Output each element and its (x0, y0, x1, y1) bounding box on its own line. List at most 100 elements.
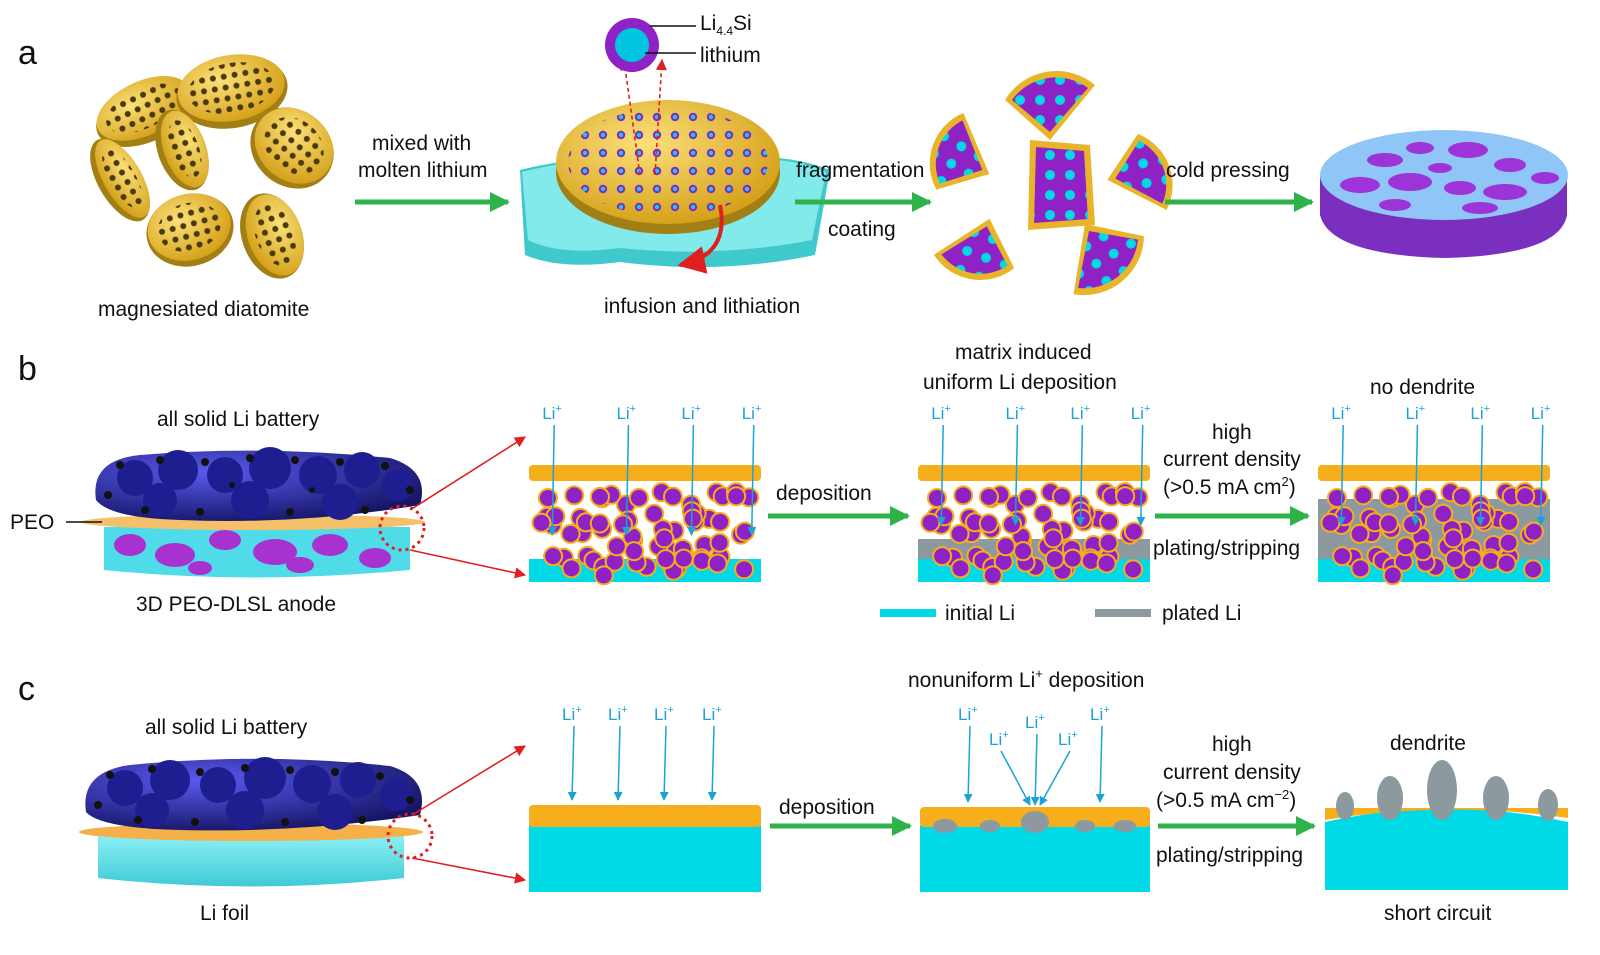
li44si-particle (543, 546, 564, 567)
li44si-particle (624, 541, 645, 562)
label-plating-stripping-c: plating/stripping (1156, 844, 1303, 867)
li44si-particle (1349, 523, 1370, 544)
li44si-particle (1496, 553, 1517, 574)
li44si-particle (995, 536, 1016, 557)
li-ion-c2-2-label: Li+ (989, 729, 1009, 749)
title-dendrite: dendrite (1390, 732, 1466, 755)
label-coating: coating (828, 218, 896, 241)
li44si-particle (978, 486, 999, 507)
li44si-particle (628, 487, 649, 508)
cross-section-b-deposited: Li+Li+Li+Li+ (918, 403, 1150, 586)
label-li44si: Li4.4Si (700, 12, 752, 38)
li-ion-b-2-arrow (1076, 424, 1086, 526)
li44si-particle (1051, 486, 1072, 507)
label-deposition-c: deposition (779, 796, 875, 819)
label-li-foil: Li foil (200, 902, 249, 925)
li-ion-b-0-arrow (936, 424, 946, 526)
li44si-particle (1395, 536, 1416, 557)
li44si-particle (1320, 512, 1341, 533)
label-high-b: high (1212, 421, 1252, 444)
li44si-particle (1326, 487, 1347, 508)
li44si-particle (1071, 508, 1092, 529)
li44si-particle (710, 511, 731, 532)
li44si-particle (1378, 513, 1399, 534)
cross-section-b-cycled: Li+Li+Li+Li+ (1318, 403, 1550, 586)
li44si-particle (1043, 528, 1064, 549)
li-ion-b-1-arrow (1011, 424, 1021, 526)
li-ion-b-1-label: Li+ (1005, 403, 1025, 423)
title-no-dendrite: no dendrite (1370, 376, 1475, 399)
li44si-particle (1013, 541, 1034, 562)
label-high-c: high (1212, 733, 1252, 756)
li44si-particle (709, 532, 730, 553)
li44si-particle (707, 553, 728, 574)
li-ion-b-3-arrow (747, 424, 757, 536)
li-ion-c1-1-label: Li+ (608, 704, 628, 724)
li44si-particle (1062, 548, 1083, 569)
li-ion-b-2-arrow (1476, 424, 1486, 526)
li-ion-b-3-arrow (1536, 424, 1546, 526)
label-magnesiated-diatomite: magnesiated diatomite (98, 298, 309, 321)
li44si-particle (1523, 521, 1544, 542)
label-plating-stripping-b: plating/stripping (1153, 537, 1300, 560)
li44si-particle (1443, 528, 1464, 549)
li-ion-c1-1-arrow (613, 725, 623, 801)
li44si-particle (1402, 514, 1423, 535)
li-ion-c1-3-arrow (707, 725, 717, 801)
label-peo: PEO (10, 511, 54, 534)
peo-layer (529, 465, 761, 481)
li44si-particle (1123, 521, 1144, 542)
li44si-particle (564, 485, 585, 506)
li-ion-b-2-label: Li+ (681, 403, 701, 423)
li44si-particle (589, 486, 610, 507)
coated-fragments (929, 70, 1173, 296)
li-ion-c2-4-label: Li+ (1058, 729, 1078, 749)
label-current-density-c: current density (1163, 761, 1301, 784)
li44si-particle (982, 565, 1003, 586)
li44si-particle (950, 558, 971, 579)
li-ion-b-3-label: Li+ (742, 403, 762, 423)
li44si-particle (1417, 487, 1438, 508)
li-ion-b-1-arrow (622, 424, 632, 536)
diatomite-discs (90, 54, 334, 279)
li-ion-c1-0-arrow (567, 725, 577, 801)
battery-c (79, 745, 527, 887)
li44si-particle (978, 513, 999, 534)
title-all-solid-battery-c: all solid Li battery (145, 716, 308, 739)
li44si-particle (1499, 511, 1520, 532)
li-ion-c2-1-label: Li+ (1090, 704, 1110, 724)
label-current-value-c: (>0.5 mA cm−2) (1156, 787, 1296, 812)
label-deposition-b: deposition (776, 482, 872, 505)
title-uniform-deposition: uniform Li deposition (923, 371, 1117, 394)
panel-b-letter: b (18, 350, 37, 388)
label-lithium: lithium (700, 44, 761, 67)
li44si-particle (606, 536, 627, 557)
li-ion-c2-4-arrow (1039, 750, 1071, 806)
legend-initial-li: initial Li (945, 602, 1015, 625)
li-ion-b-0-label: Li+ (931, 403, 951, 423)
li44si-particle (920, 512, 941, 533)
li44si-particle (1451, 486, 1472, 507)
li44si-particle (1017, 487, 1038, 508)
li44si-particle (953, 485, 974, 506)
panel-a-letter: a (18, 34, 37, 72)
li-ion-b-0-arrow (1336, 424, 1346, 526)
label-molten-lithium: molten lithium (358, 159, 488, 182)
li44si-particle (734, 559, 755, 580)
li44si-particle (1002, 514, 1023, 535)
li44si-particle (1462, 548, 1483, 569)
li44si-particle (1123, 559, 1144, 580)
li44si-particle (644, 503, 665, 524)
molten-lithium-slab (520, 58, 830, 274)
li44si-particle (1413, 541, 1434, 562)
label-mixed-with: mixed with (372, 132, 471, 155)
li-ion-b-1-arrow (1411, 424, 1421, 526)
li-ion-b-0-label: Li+ (1331, 403, 1351, 423)
li44si-particle (655, 549, 676, 570)
li-ion-c1-2-label: Li+ (654, 704, 674, 724)
li44si-particle (1033, 503, 1054, 524)
label-fragmentation: fragmentation (796, 159, 924, 182)
li44si-particle (682, 508, 703, 529)
li44si-particle (561, 558, 582, 579)
